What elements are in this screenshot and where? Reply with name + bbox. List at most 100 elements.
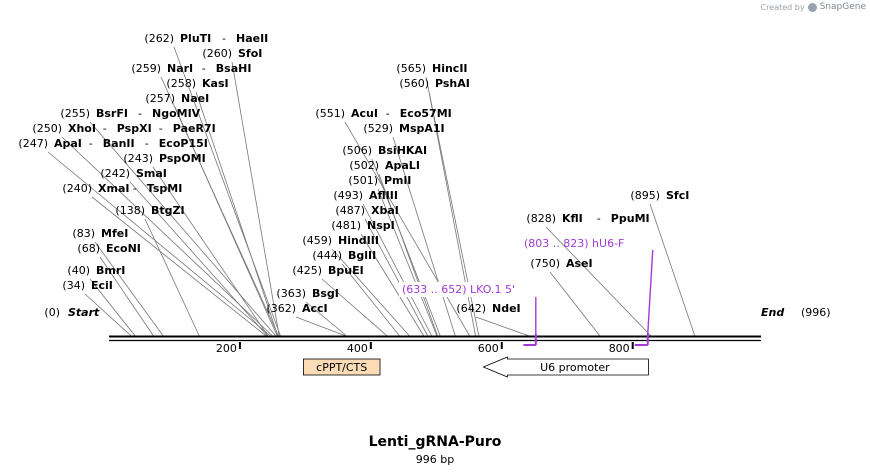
enzyme-name: AseI bbox=[566, 257, 593, 270]
site-labels: (34)EciI(40)BmrI(68)EcoNI(83)MfeI(138)Bt… bbox=[18, 32, 830, 319]
site-position: (68) bbox=[77, 242, 100, 255]
site-separator: - bbox=[145, 137, 149, 150]
site-position: (247) bbox=[18, 137, 48, 150]
site-position: (444) bbox=[312, 249, 342, 262]
site-position: (493) bbox=[333, 189, 363, 202]
leader-line bbox=[649, 203, 696, 337]
site-separator: - bbox=[89, 137, 93, 150]
start-label: Start bbox=[68, 306, 100, 319]
leader-line bbox=[331, 248, 410, 337]
enzyme-name: KasI bbox=[202, 77, 229, 90]
ruler-label: 600 bbox=[478, 342, 499, 355]
site-position: (501) bbox=[348, 174, 378, 187]
leader-line bbox=[91, 196, 267, 337]
enzyme-name: PspOMI bbox=[159, 152, 206, 165]
enzyme-name: BanII bbox=[103, 137, 135, 150]
enzyme-name: NarI bbox=[167, 62, 193, 75]
site-position: (565) bbox=[396, 62, 426, 75]
enzyme-name: SfoI bbox=[238, 47, 262, 60]
site-position: (642) bbox=[456, 302, 486, 315]
feature-label: cPPT/CTS bbox=[316, 361, 367, 374]
site-position: (481) bbox=[331, 219, 361, 232]
start-position: (0) bbox=[44, 306, 60, 319]
leader-line bbox=[84, 293, 132, 337]
enzyme-name: TspMI bbox=[147, 182, 183, 195]
enzyme-name: SfcI bbox=[666, 189, 689, 202]
snapgene-credit: Created by SnapGene bbox=[761, 2, 866, 12]
site-position: (502) bbox=[349, 159, 379, 172]
enzyme-name: AflIII bbox=[369, 189, 398, 202]
site-position: (34) bbox=[62, 279, 85, 292]
site-position: (262) bbox=[144, 32, 174, 45]
snapgene-logo-icon bbox=[807, 2, 817, 12]
leader-line bbox=[344, 121, 471, 337]
enzyme-name: ApaI bbox=[54, 137, 82, 150]
site-position: (529) bbox=[363, 122, 393, 135]
enzyme-name: Eco57MI bbox=[400, 107, 452, 120]
site-position: (260) bbox=[202, 47, 232, 60]
site-position: (255) bbox=[60, 107, 90, 120]
site-position: (243) bbox=[123, 152, 153, 165]
enzyme-name: PluTI bbox=[180, 32, 211, 45]
site-position: (750) bbox=[530, 257, 560, 270]
site-separator: - bbox=[222, 32, 226, 45]
primer-label: (633 .. 652) LKO.1 5' bbox=[402, 283, 515, 296]
enzyme-name: BsaHI bbox=[216, 62, 252, 75]
leader-line bbox=[377, 188, 438, 337]
site-position: (828) bbox=[526, 212, 556, 225]
enzyme-name: BsiHKAI bbox=[378, 144, 427, 157]
leader-line bbox=[321, 278, 388, 337]
enzyme-name: BglII bbox=[348, 249, 376, 262]
enzyme-name: NaeI bbox=[181, 92, 209, 105]
site-position: (138) bbox=[115, 204, 145, 217]
feature-label: U6 promoter bbox=[540, 361, 610, 374]
enzyme-name: NspI bbox=[367, 219, 395, 232]
leader-line bbox=[295, 316, 347, 337]
leader-line bbox=[89, 278, 136, 337]
enzyme-name: BsgI bbox=[312, 287, 339, 300]
enzyme-name: HincII bbox=[432, 62, 468, 75]
credit-prefix: Created by bbox=[760, 2, 805, 12]
enzyme-name: HaeII bbox=[236, 32, 268, 45]
site-position: (551) bbox=[315, 107, 345, 120]
site-separator: - bbox=[133, 182, 137, 195]
leader-line bbox=[160, 76, 279, 337]
site-position: (895) bbox=[630, 189, 660, 202]
feature-annotations: cPPT/CTS U6 promoter bbox=[303, 334, 649, 378]
enzyme-name: HindIII bbox=[338, 234, 379, 247]
leader-line bbox=[195, 91, 279, 337]
site-position: (250) bbox=[32, 122, 62, 135]
enzyme-name: BsrFI bbox=[96, 107, 128, 120]
site-separator: - bbox=[159, 122, 163, 135]
site-separator: - bbox=[386, 107, 390, 120]
enzyme-name: PshAI bbox=[435, 77, 470, 90]
leader-line bbox=[144, 218, 200, 337]
enzyme-name: PpuMI bbox=[611, 212, 650, 225]
enzyme-name: BtgZI bbox=[151, 204, 185, 217]
enzyme-name: PspXI bbox=[117, 122, 152, 135]
site-position: (257) bbox=[145, 92, 175, 105]
leader-line bbox=[99, 256, 154, 337]
leader-line bbox=[61, 136, 273, 337]
leader-line bbox=[545, 226, 652, 337]
site-position: (560) bbox=[399, 77, 429, 90]
plasmid-length: 996 bp bbox=[415, 453, 455, 466]
leader-line bbox=[360, 233, 425, 337]
primer-label-bg bbox=[399, 282, 551, 297]
end-label: End bbox=[761, 306, 784, 319]
enzyme-name: KflI bbox=[562, 212, 583, 225]
site-position: (425) bbox=[292, 264, 322, 277]
site-position: (40) bbox=[67, 264, 90, 277]
primer-label: (803 .. 823) hU6-F bbox=[524, 237, 624, 250]
leader-line bbox=[89, 121, 277, 337]
site-separator: - bbox=[138, 107, 142, 120]
leader-line bbox=[378, 173, 438, 337]
feature-box bbox=[303, 358, 381, 376]
leader-line bbox=[129, 181, 268, 337]
ruler-label: 800 bbox=[609, 342, 630, 355]
primer-leader bbox=[647, 249, 654, 335]
leader-line bbox=[47, 151, 271, 337]
enzyme-name: BmrI bbox=[96, 264, 125, 277]
enzyme-name: EcoP15I bbox=[159, 137, 208, 150]
